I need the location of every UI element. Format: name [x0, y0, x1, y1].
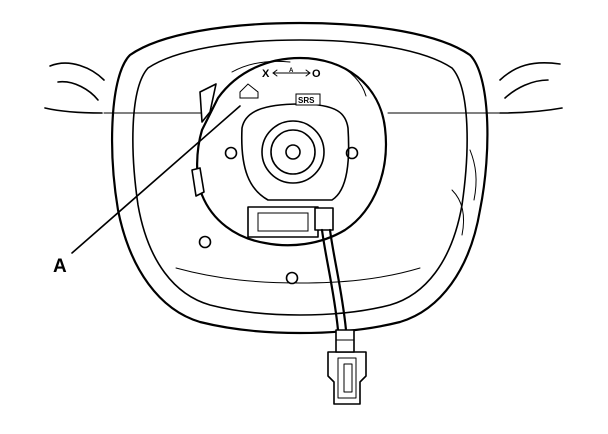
hub-mounting-holes [198, 146, 359, 285]
alignment-marks: X O A SRS [239, 68, 321, 106]
warning-label-icon [239, 83, 259, 99]
left-spoke [44, 62, 105, 114]
lock-mark-label: X [262, 68, 270, 80]
arrow-mark-label: A [289, 68, 294, 74]
reel-connector-latch [314, 207, 334, 231]
srs-label: SRS [298, 96, 315, 105]
hole-left-lower [198, 235, 212, 249]
steering-hub-outline [103, 21, 501, 335]
hole-bottom [285, 271, 299, 285]
srs-harness [320, 228, 367, 405]
hole-left-upper [224, 146, 238, 160]
release-mark-label: O [312, 68, 321, 80]
cable-reel [191, 56, 387, 247]
right-spoke [499, 61, 563, 114]
callout-a: A [53, 105, 241, 277]
harness-connector [327, 351, 367, 405]
callout-label-a: A [53, 256, 67, 277]
